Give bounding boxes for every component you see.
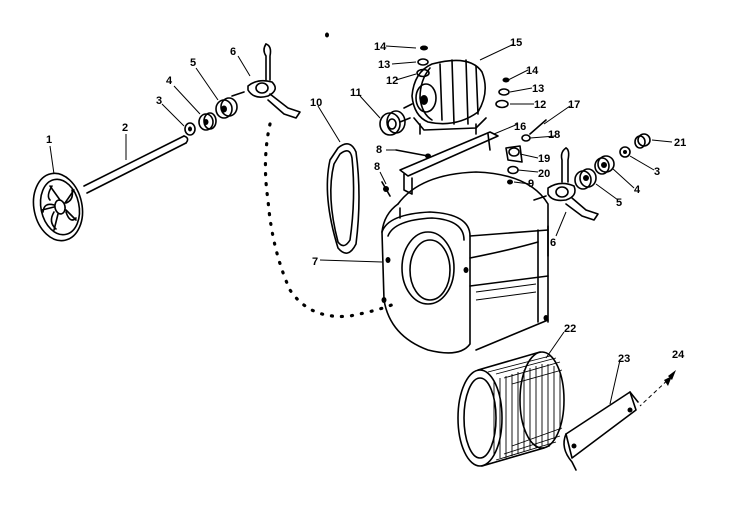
adjusting-hardware [505,119,547,185]
bolt-lower [381,181,391,197]
callout-22: 22 [564,323,576,335]
callout-10: 10 [310,97,322,109]
motor-mount-hardware-top [416,45,430,78]
callout-5-right: 5 [616,197,622,209]
callout-20: 20 [538,168,550,180]
blower-housing [381,171,549,354]
callout-18: 18 [548,129,560,141]
fastener-right [634,133,651,149]
bearing-housing-left [215,97,238,119]
callout-23: 23 [618,353,630,365]
motor-mount-hardware-right [495,77,510,109]
callout-2: 2 [122,122,128,134]
callout-16: 16 [514,121,526,133]
blower-wheel [457,351,565,467]
shaft [83,135,189,194]
callout-15: 15 [510,37,522,49]
bearing-right [594,155,615,175]
stray-mark [325,32,329,38]
bearing-housing-right [574,168,597,190]
callout-9: 9 [528,178,534,190]
v-belt [326,143,360,254]
callout-8-upper: 8 [376,144,382,156]
cutoff-plate [563,391,639,471]
callout-12-right: 12 [534,99,546,111]
motor-pulley [379,110,411,136]
pulley-wheel [32,172,84,242]
callout-21: 21 [674,137,686,149]
screw-arrow [639,370,676,407]
callout-3-left: 3 [156,95,162,107]
callout-8-lower: 8 [374,161,380,173]
callout-11: 11 [350,87,362,99]
bearing-left [198,112,217,131]
motor-mount-bracket [399,131,499,195]
callout-12-top: 12 [386,75,398,87]
callout-4-right: 4 [634,184,641,196]
callout-6-right: 6 [550,237,556,249]
callout-5-left: 5 [190,57,196,69]
callout-13-right: 13 [532,83,544,95]
callout-6-left: 6 [230,46,236,58]
callout-17: 17 [568,99,580,111]
shaft-collar-right [619,146,631,158]
callout-7: 7 [312,256,318,268]
leader-lines [49,43,673,405]
callout-numbers: 1 2 3 4 5 6 7 8 8 9 10 11 12 13 14 15 12… [46,37,686,365]
bearing-bracket-right [533,147,599,221]
callout-3-right: 3 [654,166,660,178]
callout-24: 24 [672,349,685,361]
shaft-collar-left [184,122,196,136]
blower-motor [403,59,487,135]
bearing-bracket-left [231,43,301,119]
callout-14-top: 14 [374,41,387,53]
dotted-wire-path [263,122,396,319]
callout-4-left: 4 [166,75,173,87]
callout-14-right: 14 [526,65,539,77]
bolt-upper [395,149,431,159]
callout-1: 1 [46,134,52,146]
callout-19: 19 [538,153,550,165]
callout-13-top: 13 [378,59,390,71]
